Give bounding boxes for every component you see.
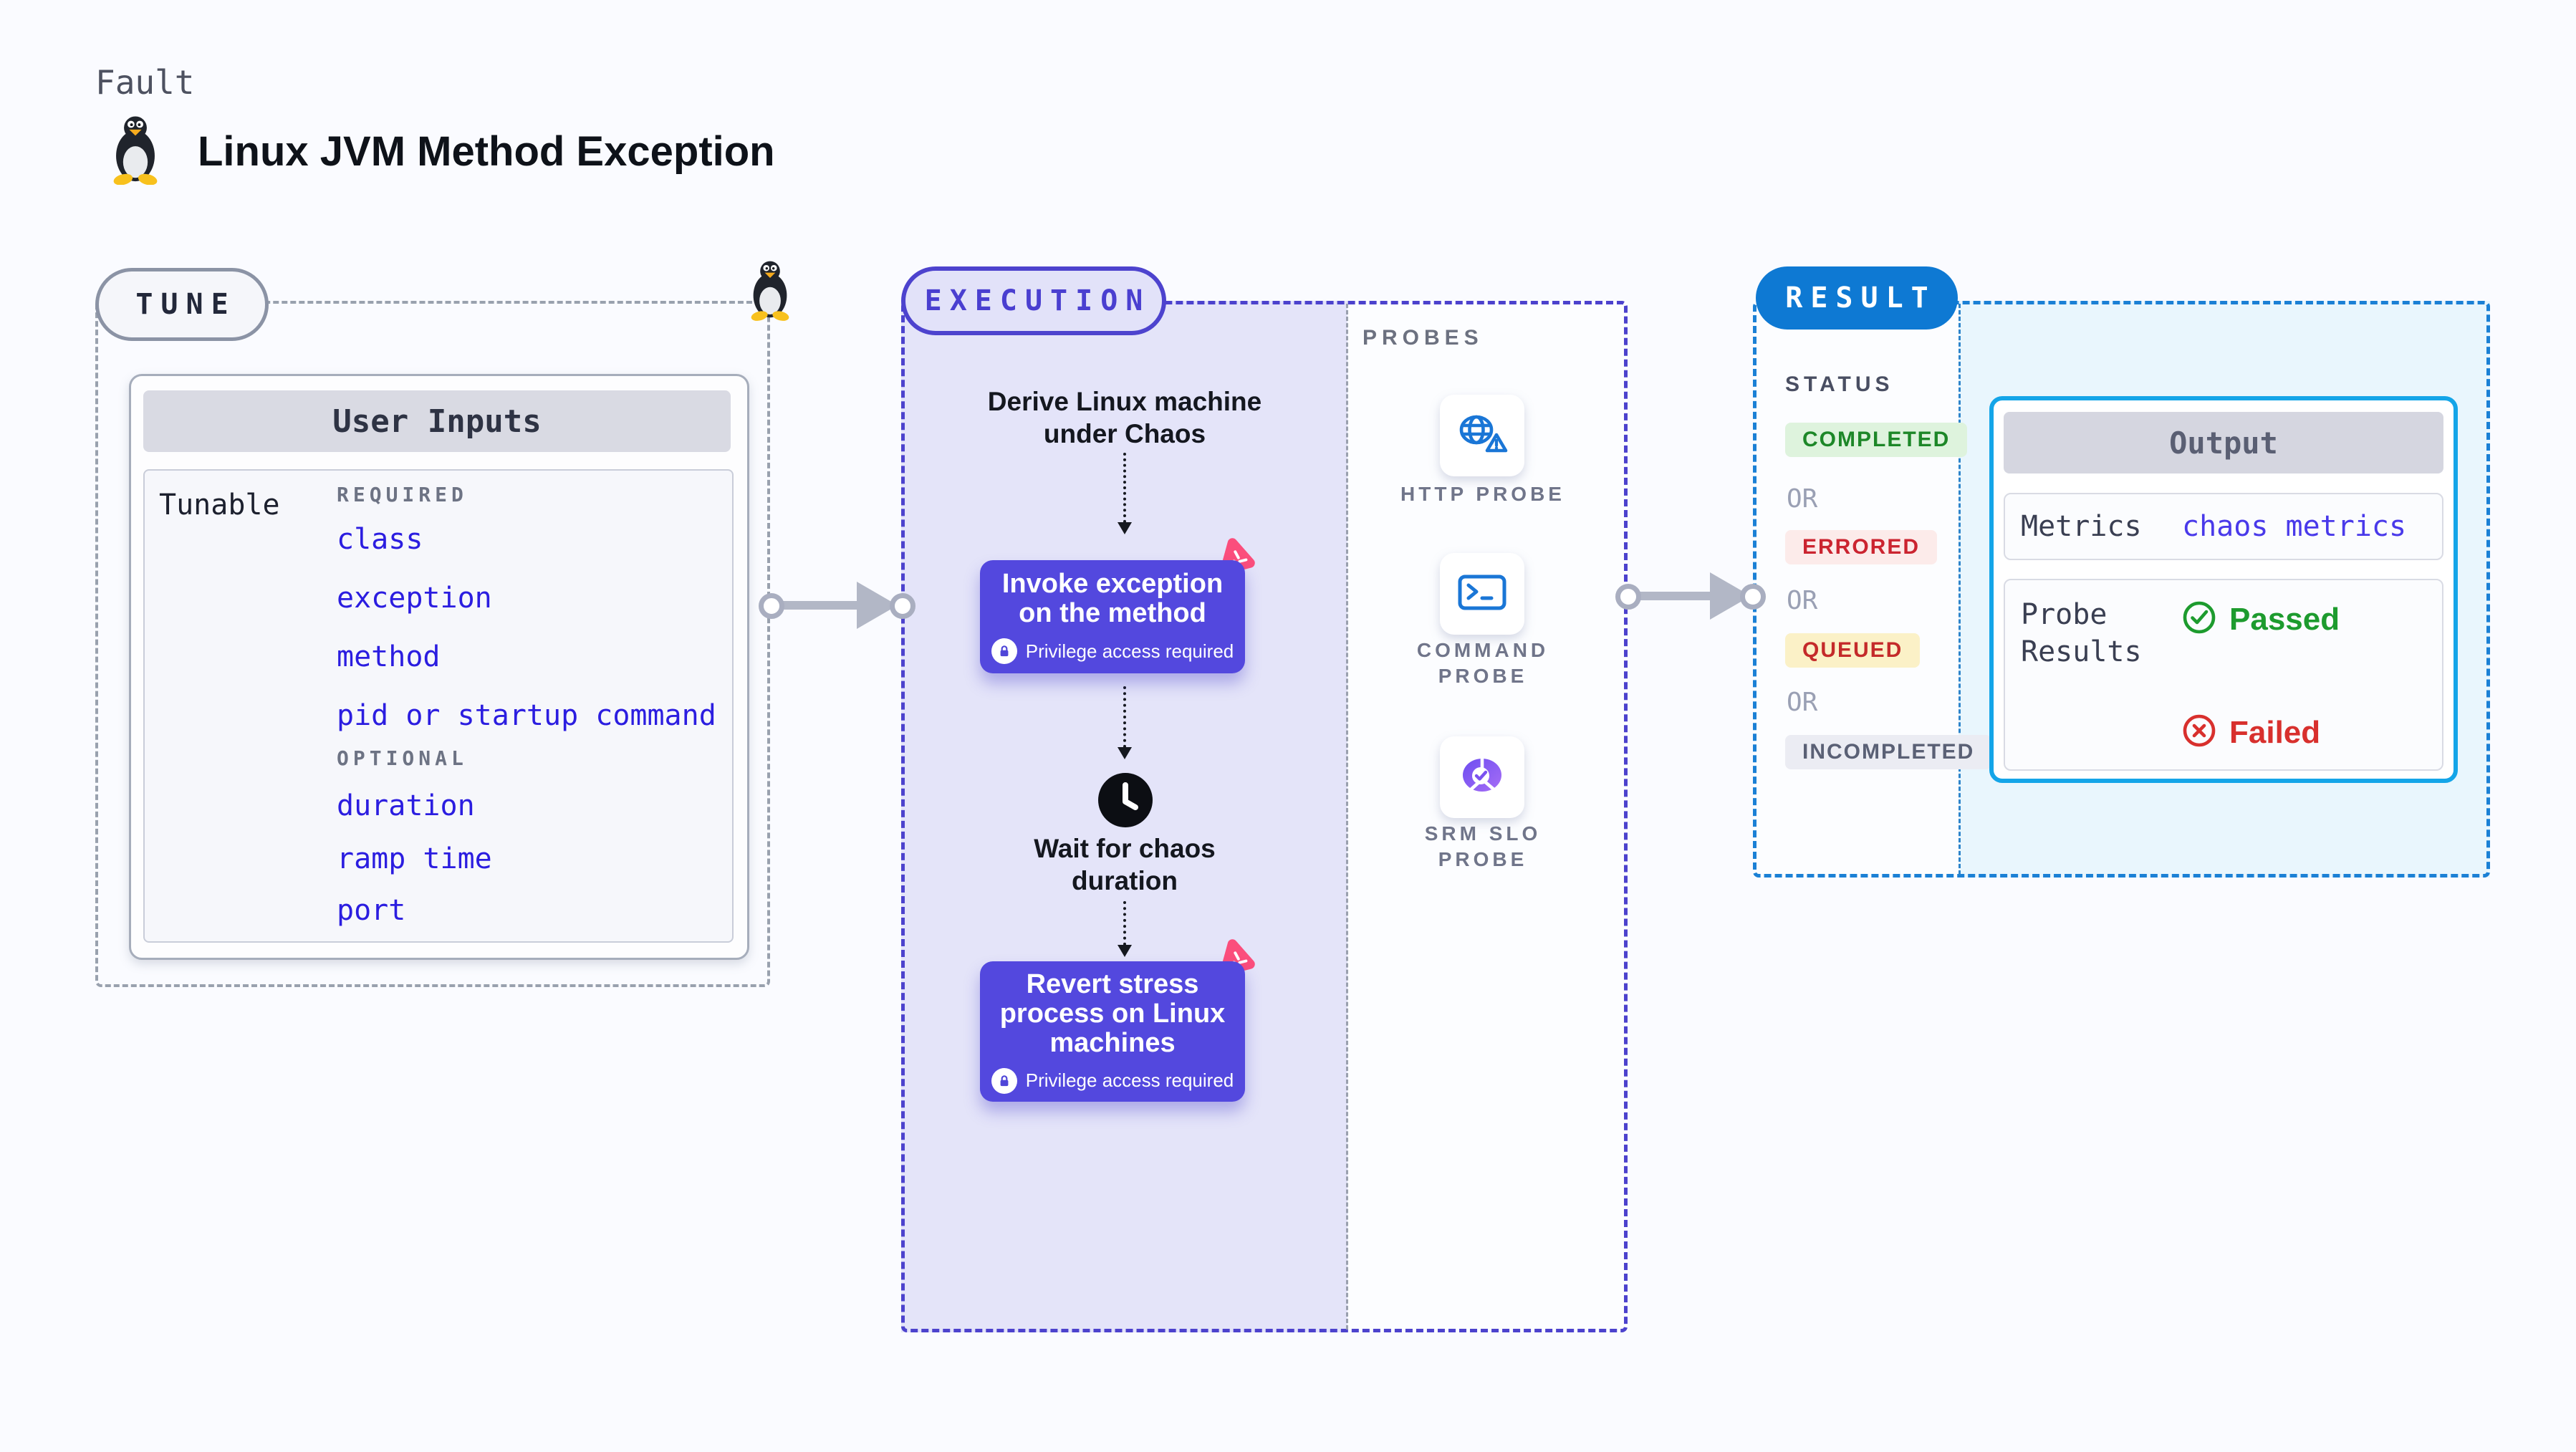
probe-results-label: Probe Results bbox=[2021, 596, 2142, 670]
status-incompleted-badge: INCOMPLETED bbox=[1785, 735, 1992, 769]
failed-label: Failed bbox=[2229, 714, 2321, 750]
execution-badge: EXECUTION bbox=[901, 266, 1166, 335]
status-completed-badge: COMPLETED bbox=[1785, 423, 1968, 457]
revert-stress-step[interactable]: Revert stress process on Linux machines … bbox=[980, 961, 1245, 1102]
tunable-ramp-time-link[interactable]: ramp time bbox=[337, 842, 492, 875]
or-label: OR bbox=[1787, 484, 1818, 514]
fault-eyebrow: Fault bbox=[95, 63, 195, 102]
command-probe-card bbox=[1440, 553, 1524, 635]
connector-node bbox=[759, 593, 784, 619]
probe-results-row bbox=[2004, 579, 2443, 771]
x-circle-icon bbox=[2182, 713, 2216, 751]
page-title: Linux JVM Method Exception bbox=[198, 128, 775, 175]
tux-penguin-icon bbox=[105, 115, 166, 188]
probe-label-line: PROBE bbox=[1438, 848, 1528, 870]
status-queued-badge: QUEUED bbox=[1785, 633, 1921, 668]
passed-label: Passed bbox=[2229, 601, 2340, 637]
user-inputs-title: User Inputs bbox=[143, 390, 731, 452]
invoke-line2: on the method bbox=[1019, 598, 1206, 628]
flow-arrow-down bbox=[1118, 686, 1132, 759]
revert-line1: Revert stress bbox=[1026, 968, 1199, 999]
probe-label-line: SRM SLO bbox=[1424, 822, 1542, 845]
check-circle-icon bbox=[2182, 600, 2216, 638]
tunable-class-link[interactable]: class bbox=[337, 523, 423, 556]
probe-label-line: COMMAND bbox=[1416, 639, 1549, 661]
optional-label: OPTIONAL bbox=[337, 746, 468, 770]
result-inner-divider bbox=[1959, 304, 1961, 875]
result-status-background bbox=[1753, 301, 1959, 878]
probe-label-line: PROBE bbox=[1438, 665, 1528, 687]
clock-icon bbox=[1097, 772, 1153, 832]
lock-icon bbox=[991, 1067, 1017, 1094]
or-label: OR bbox=[1787, 586, 1818, 615]
invoke-line1: Invoke exception bbox=[1001, 569, 1224, 599]
execution-section-frame bbox=[901, 301, 1628, 1332]
http-probe-card bbox=[1440, 395, 1524, 476]
or-label: OR bbox=[1787, 688, 1818, 717]
flow-arrow-down bbox=[1118, 453, 1132, 534]
probe-label-line: HTTP PROBE bbox=[1400, 483, 1565, 505]
metrics-value-link[interactable]: chaos metrics bbox=[2182, 510, 2407, 543]
lock-icon bbox=[991, 638, 1017, 664]
revert-line3: machines bbox=[1049, 1027, 1176, 1058]
wait-step-line2: duration bbox=[1072, 866, 1178, 895]
connector-tune-execution-line bbox=[770, 601, 863, 610]
output-title: Output bbox=[2004, 412, 2443, 473]
connector-node bbox=[890, 593, 915, 619]
srm-slo-probe-card bbox=[1440, 736, 1524, 818]
command-probe-label: COMMAND PROBE bbox=[1386, 638, 1580, 689]
connector-node bbox=[1615, 584, 1641, 610]
tunable-exception-link[interactable]: exception bbox=[337, 582, 492, 615]
globe-alert-icon bbox=[1454, 410, 1510, 461]
tunable-row-label: Tunable bbox=[159, 489, 280, 521]
connector-execution-result-line bbox=[1627, 592, 1716, 600]
tux-penguin-small-icon bbox=[746, 259, 794, 324]
tunable-method-link[interactable]: method bbox=[337, 640, 441, 673]
invoke-exception-step[interactable]: Invoke exception on the method Privilege… bbox=[980, 560, 1245, 673]
slo-gauge-icon bbox=[1456, 754, 1509, 802]
http-probe-label: HTTP PROBE bbox=[1386, 481, 1580, 507]
status-errored-badge: ERRORED bbox=[1785, 530, 1938, 564]
probe-results-label-line1: Probe bbox=[2021, 598, 2108, 631]
execution-probes-divider bbox=[1346, 304, 1348, 1330]
tunables-panel bbox=[143, 469, 734, 943]
derive-step-text: Derive Linux machine under Chaos bbox=[931, 385, 1318, 450]
flow-arrow-down bbox=[1118, 901, 1132, 957]
status-heading: STATUS bbox=[1785, 372, 1894, 396]
privilege-note: Privilege access required bbox=[1025, 1069, 1234, 1091]
terminal-icon bbox=[1456, 572, 1508, 617]
metrics-label: Metrics bbox=[2021, 510, 2142, 543]
wait-step-text: Wait for chaos duration bbox=[931, 832, 1318, 897]
tunable-duration-link[interactable]: duration bbox=[337, 789, 475, 822]
tunable-port-link[interactable]: port bbox=[337, 894, 406, 927]
connector-node bbox=[1740, 584, 1766, 610]
srm-slo-probe-label: SRM SLO PROBE bbox=[1386, 821, 1580, 872]
metrics-row bbox=[2004, 493, 2443, 560]
tune-section-frame bbox=[95, 301, 770, 987]
wait-step-line1: Wait for chaos bbox=[1034, 834, 1216, 863]
derive-step-line1: Derive Linux machine bbox=[987, 387, 1262, 416]
tune-badge: TUNE bbox=[95, 268, 269, 341]
result-badge: RESULT bbox=[1756, 266, 1958, 330]
derive-step-line2: under Chaos bbox=[1043, 419, 1206, 448]
probe-results-label-line2: Results bbox=[2021, 635, 2142, 668]
revert-line2: process on Linux bbox=[999, 998, 1226, 1029]
probes-heading: PROBES bbox=[1363, 326, 1484, 350]
privilege-note: Privilege access required bbox=[1025, 640, 1234, 662]
tunable-pid-link[interactable]: pid or startup command bbox=[337, 699, 716, 732]
required-label: REQUIRED bbox=[337, 483, 468, 506]
